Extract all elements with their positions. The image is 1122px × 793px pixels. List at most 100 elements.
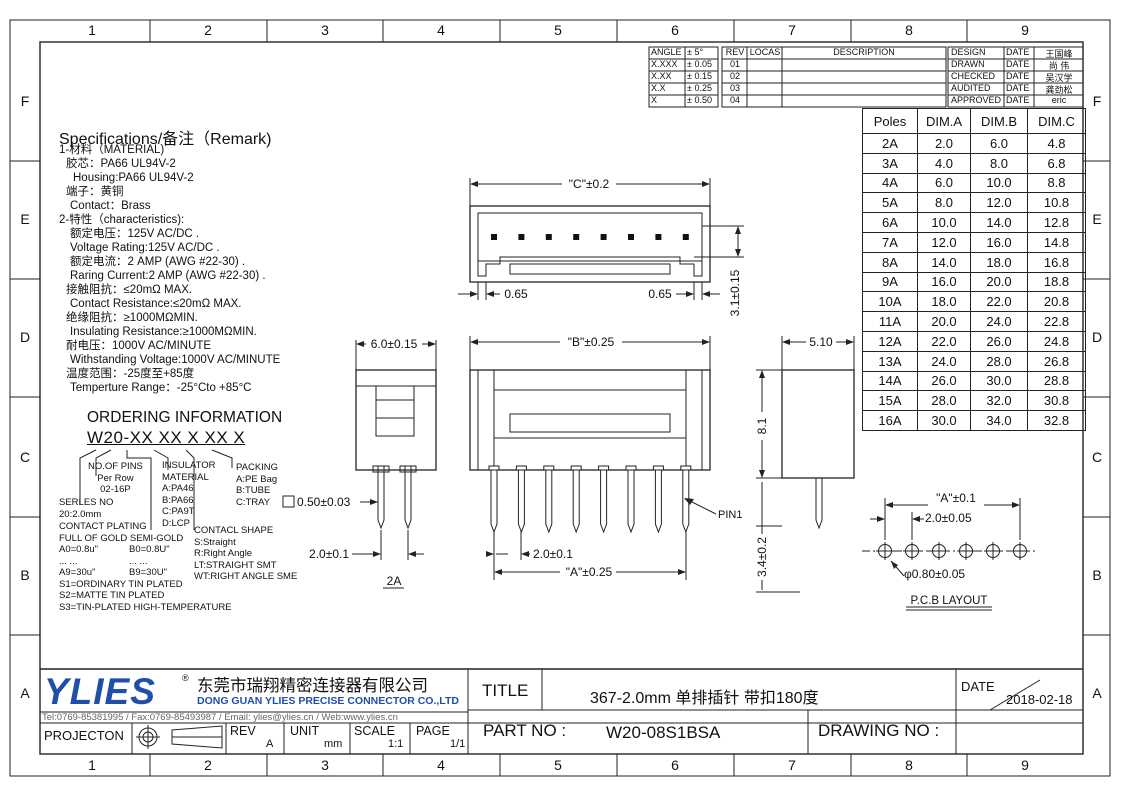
order-text: R:Right Angle	[194, 548, 253, 559]
dim-table-cell: 6A	[862, 212, 918, 233]
terminal-pin	[652, 465, 664, 534]
dim-b: "B"±0.25	[568, 335, 615, 349]
dim-table-cell: 14.0	[917, 251, 971, 273]
dim-table-cell: 14A	[862, 370, 918, 392]
order-text: A9=30u"	[59, 567, 96, 578]
dim-table-cell: 5A	[862, 192, 918, 214]
dim-table-cell: 16A	[862, 410, 918, 431]
dim-table-cell: 28.8	[1027, 370, 1086, 392]
tol-value: ± 0.05	[687, 59, 712, 69]
spec-line: Housing:PA66 UL94V-2	[73, 172, 194, 184]
spec-line: 额定电流：2 AMP (AWG #22-30) .	[70, 256, 246, 268]
spec-line: 温度范围：-25度至+85度	[66, 368, 195, 380]
zone-label: D	[1091, 329, 1103, 345]
spec-line: 端子：黄铜	[66, 186, 124, 198]
dim-table-cell: 18.8	[1027, 271, 1086, 293]
pin-marker	[491, 234, 497, 240]
dim-table-cell: 6.8	[1027, 152, 1086, 174]
dim-table-cell: 20.0	[970, 271, 1028, 293]
dim-latch: 3.1±0.15	[728, 269, 742, 316]
order-text: D:LCP	[162, 517, 190, 529]
company-contact: Tel:0769-85381995 / Fax:0769-85493987 / …	[42, 712, 398, 723]
title-label: TITLE	[482, 681, 529, 700]
dim-table-cell: 24.0	[917, 350, 971, 372]
ordering-pins: NO.OF PINS Per Row 02-16P	[88, 461, 143, 496]
order-text: CONTACT PLATING	[59, 521, 147, 532]
dim-table-cell: 12.0	[917, 231, 971, 253]
spec-line: Contact Resistance:≤20mΩ MAX.	[70, 298, 242, 310]
order-row: A0=0.8u"B0=0.8U"	[59, 544, 232, 556]
zone-label: D	[19, 329, 31, 345]
dim-table-cell: 24.0	[970, 311, 1028, 332]
tol-value: ± 0.15	[687, 71, 712, 81]
terminal-pin	[598, 465, 610, 534]
ordering-title: ORDERING INFORMATION	[87, 409, 283, 426]
dim-table-cell: 13A	[862, 350, 918, 372]
dim-table-cell: 16.8	[1027, 251, 1086, 273]
approval-role: DRAWN	[951, 59, 985, 69]
dim-height: 8.1	[755, 417, 769, 434]
dim-table-cell: 7A	[862, 231, 918, 253]
dim-table-header-cell: DIM.A	[917, 108, 971, 134]
scale-label: SCALE	[354, 724, 395, 738]
zone-label: 2	[204, 757, 212, 773]
part-no: W20-08S1BSA	[606, 723, 721, 742]
dim-table-cell: 26.0	[917, 370, 971, 392]
zone-label: 5	[554, 757, 562, 773]
dim-table-cell: 4.8	[1027, 133, 1086, 154]
ordering-series: SERLES NO 20:2.0mm	[59, 497, 113, 520]
unit-label: UNIT	[290, 724, 320, 738]
order-text: SERLES NO	[59, 497, 114, 508]
dim-table-cell: 3A	[862, 152, 918, 174]
pin-marker	[518, 234, 525, 240]
tol-key: ANGLE	[651, 47, 682, 57]
zone-label: 4	[437, 22, 445, 38]
pcb-dim-a: "A"±0.1	[936, 491, 976, 505]
pin-marker	[628, 234, 634, 240]
order-row: ... ...... ...	[59, 556, 232, 568]
dim-table-cell: 12.0	[970, 192, 1028, 214]
pin-marker	[573, 234, 580, 240]
tol-value: ± 0.25	[687, 83, 712, 93]
rev-value: A	[266, 738, 274, 750]
locas-header: LOCAS	[749, 47, 781, 57]
order-text: ... ...	[59, 555, 78, 567]
order-row: A9=30u" B9=30U"	[59, 567, 232, 579]
page-label: PAGE	[416, 724, 450, 738]
drawing-title: 367-2.0mm 单排插针 带扣180度	[590, 690, 819, 707]
dim-a: "A"±0.25	[566, 565, 613, 579]
spec-line: 额定电压：125V AC/DC .	[70, 228, 200, 240]
dim-table-cell: 14.8	[1027, 231, 1086, 253]
view-label: 2A	[387, 574, 402, 588]
spec-line: 1-材料（MATERIAL)	[59, 144, 165, 156]
zone-label: 1	[88, 22, 96, 38]
order-text: A:PA46	[162, 483, 194, 494]
order-text: B9=30U"	[129, 567, 167, 578]
dim-table-cell: 12.8	[1027, 212, 1086, 233]
dim-table-cell: 30.0	[917, 410, 971, 431]
zone-label: A	[20, 685, 30, 701]
order-text: INSULATOR	[162, 460, 216, 471]
ordering-packing: PACKING A:PE Bag B:TUBE C:TRAY	[236, 462, 278, 508]
pin-marker	[682, 234, 689, 240]
company-name-en: DONG GUAN YLIES PRECISE CONNECTOR CO.,LT…	[197, 695, 459, 707]
order-text: FULL OF GOLD SEMI-GOLD	[59, 532, 184, 544]
dim-table-cell: 18.0	[917, 291, 971, 313]
dim-table-cell: 10.8	[1027, 192, 1086, 214]
zone-label: 8	[905, 22, 913, 38]
zone-label: 4	[437, 757, 445, 773]
dim-table-cell: 2.0	[917, 133, 971, 154]
pcb-pitch: 2.0±0.05	[925, 511, 972, 525]
part-no-label: PART NO :	[483, 721, 567, 740]
dim-table-cell: 18.0	[970, 251, 1028, 273]
terminal-pin	[570, 465, 582, 534]
spec-line: 胶芯：PA66 UL94V-2	[66, 158, 176, 170]
zone-label: B	[20, 567, 30, 583]
dim-table-header-cell: DIM.C	[1027, 108, 1086, 134]
zone-label: 7	[788, 757, 796, 773]
order-text: C:PA9T	[162, 506, 195, 517]
